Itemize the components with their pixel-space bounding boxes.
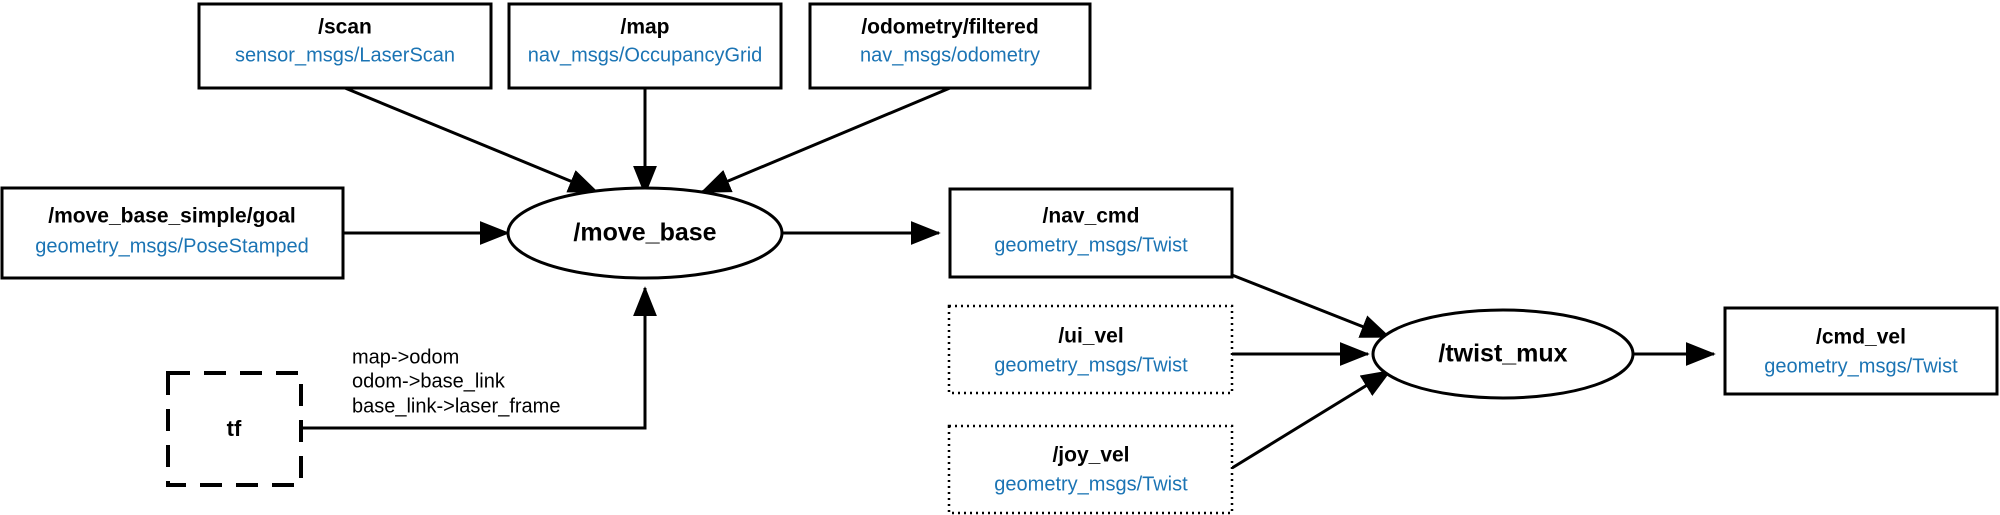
edge-nav-cmd-to-twist-mux — [1231, 273, 1391, 339]
topic-name-cmd-vel: /cmd_vel — [1816, 326, 1906, 349]
topic-type-joy-vel: geometry_msgs/Twist — [994, 473, 1188, 495]
edge-odometry-to-move-base — [700, 86, 951, 194]
topic-type-nav-cmd: geometry_msgs/Twist — [994, 234, 1188, 256]
topic-type-scan: sensor_msgs/LaserScan — [235, 44, 455, 66]
topic-type-odometry-filtered: nav_msgs/odometry — [860, 44, 1040, 66]
edge-tf-to-move-base — [300, 286, 657, 430]
topic-node-move-base-simple-goal[interactable]: /move_base_simple/goal geometry_msgs/Pos… — [0, 186, 345, 280]
topic-box-ui-vel[interactable] — [947, 304, 1234, 395]
topic-name-odometry-filtered: /odometry/filtered — [861, 16, 1038, 39]
node-tf[interactable]: tf — [166, 371, 303, 487]
topic-node-cmd-vel[interactable]: /cmd_vel geometry_msgs/Twist — [1723, 306, 1999, 396]
topic-box-odometry-filtered[interactable] — [808, 2, 1092, 90]
topic-type-map: nav_msgs/OccupancyGrid — [528, 44, 763, 66]
tf-transform-line-1: map->odom — [352, 346, 459, 368]
topic-name-ui-vel: /ui_vel — [1058, 325, 1123, 348]
node-move-base[interactable]: /move_base — [506, 186, 784, 280]
topic-type-move-base-simple-goal: geometry_msgs/PoseStamped — [35, 235, 308, 257]
topic-name-nav-cmd: /nav_cmd — [1043, 205, 1140, 228]
topic-node-odometry-filtered[interactable]: /odometry/filtered nav_msgs/odometry — [808, 2, 1092, 90]
tf-transform-line-3: base_link->laser_frame — [352, 395, 560, 417]
node-ellipse-twist-mux[interactable] — [1371, 308, 1635, 400]
topic-name-scan: /scan — [318, 16, 372, 39]
node-ellipse-move-base[interactable] — [506, 186, 784, 280]
topic-box-move-base-simple-goal[interactable] — [0, 186, 345, 280]
tf-transform-line-2: odom->base_link — [352, 370, 506, 392]
node-twist-mux[interactable]: /twist_mux — [1371, 308, 1635, 400]
node-label-twist-mux: /twist_mux — [1438, 340, 1567, 368]
topic-node-nav-cmd[interactable]: /nav_cmd geometry_msgs/Twist — [948, 187, 1234, 279]
topic-box-scan[interactable] — [197, 2, 493, 90]
edges-layer — [300, 86, 1716, 470]
edge-joy-vel-to-twist-mux — [1231, 369, 1392, 470]
topic-name-move-base-simple-goal: /move_base_simple/goal — [48, 205, 295, 228]
topic-box-cmd-vel[interactable] — [1723, 306, 1999, 396]
topic-node-scan[interactable]: /scan sensor_msgs/LaserScan — [197, 2, 493, 90]
tf-transform-labels: map->odom odom->base_link base_link->las… — [352, 346, 560, 417]
topic-box-joy-vel[interactable] — [947, 424, 1234, 515]
topic-name-joy-vel: /joy_vel — [1052, 444, 1129, 467]
topic-type-cmd-vel: geometry_msgs/Twist — [1764, 355, 1958, 377]
topic-node-map[interactable]: /map nav_msgs/OccupancyGrid — [507, 2, 783, 90]
node-label-move-base: /move_base — [573, 219, 716, 247]
topic-type-ui-vel: geometry_msgs/Twist — [994, 354, 1188, 376]
topic-node-ui-vel[interactable]: /ui_vel geometry_msgs/Twist — [947, 304, 1234, 395]
topic-box-map[interactable] — [507, 2, 783, 90]
topic-node-joy-vel[interactable]: /joy_vel geometry_msgs/Twist — [947, 424, 1234, 515]
topic-box-nav-cmd[interactable] — [948, 187, 1234, 279]
tf-box[interactable] — [166, 371, 303, 487]
edge-scan-to-move-base — [344, 86, 599, 194]
tf-label: tf — [227, 416, 242, 441]
topic-name-map: /map — [620, 16, 669, 39]
